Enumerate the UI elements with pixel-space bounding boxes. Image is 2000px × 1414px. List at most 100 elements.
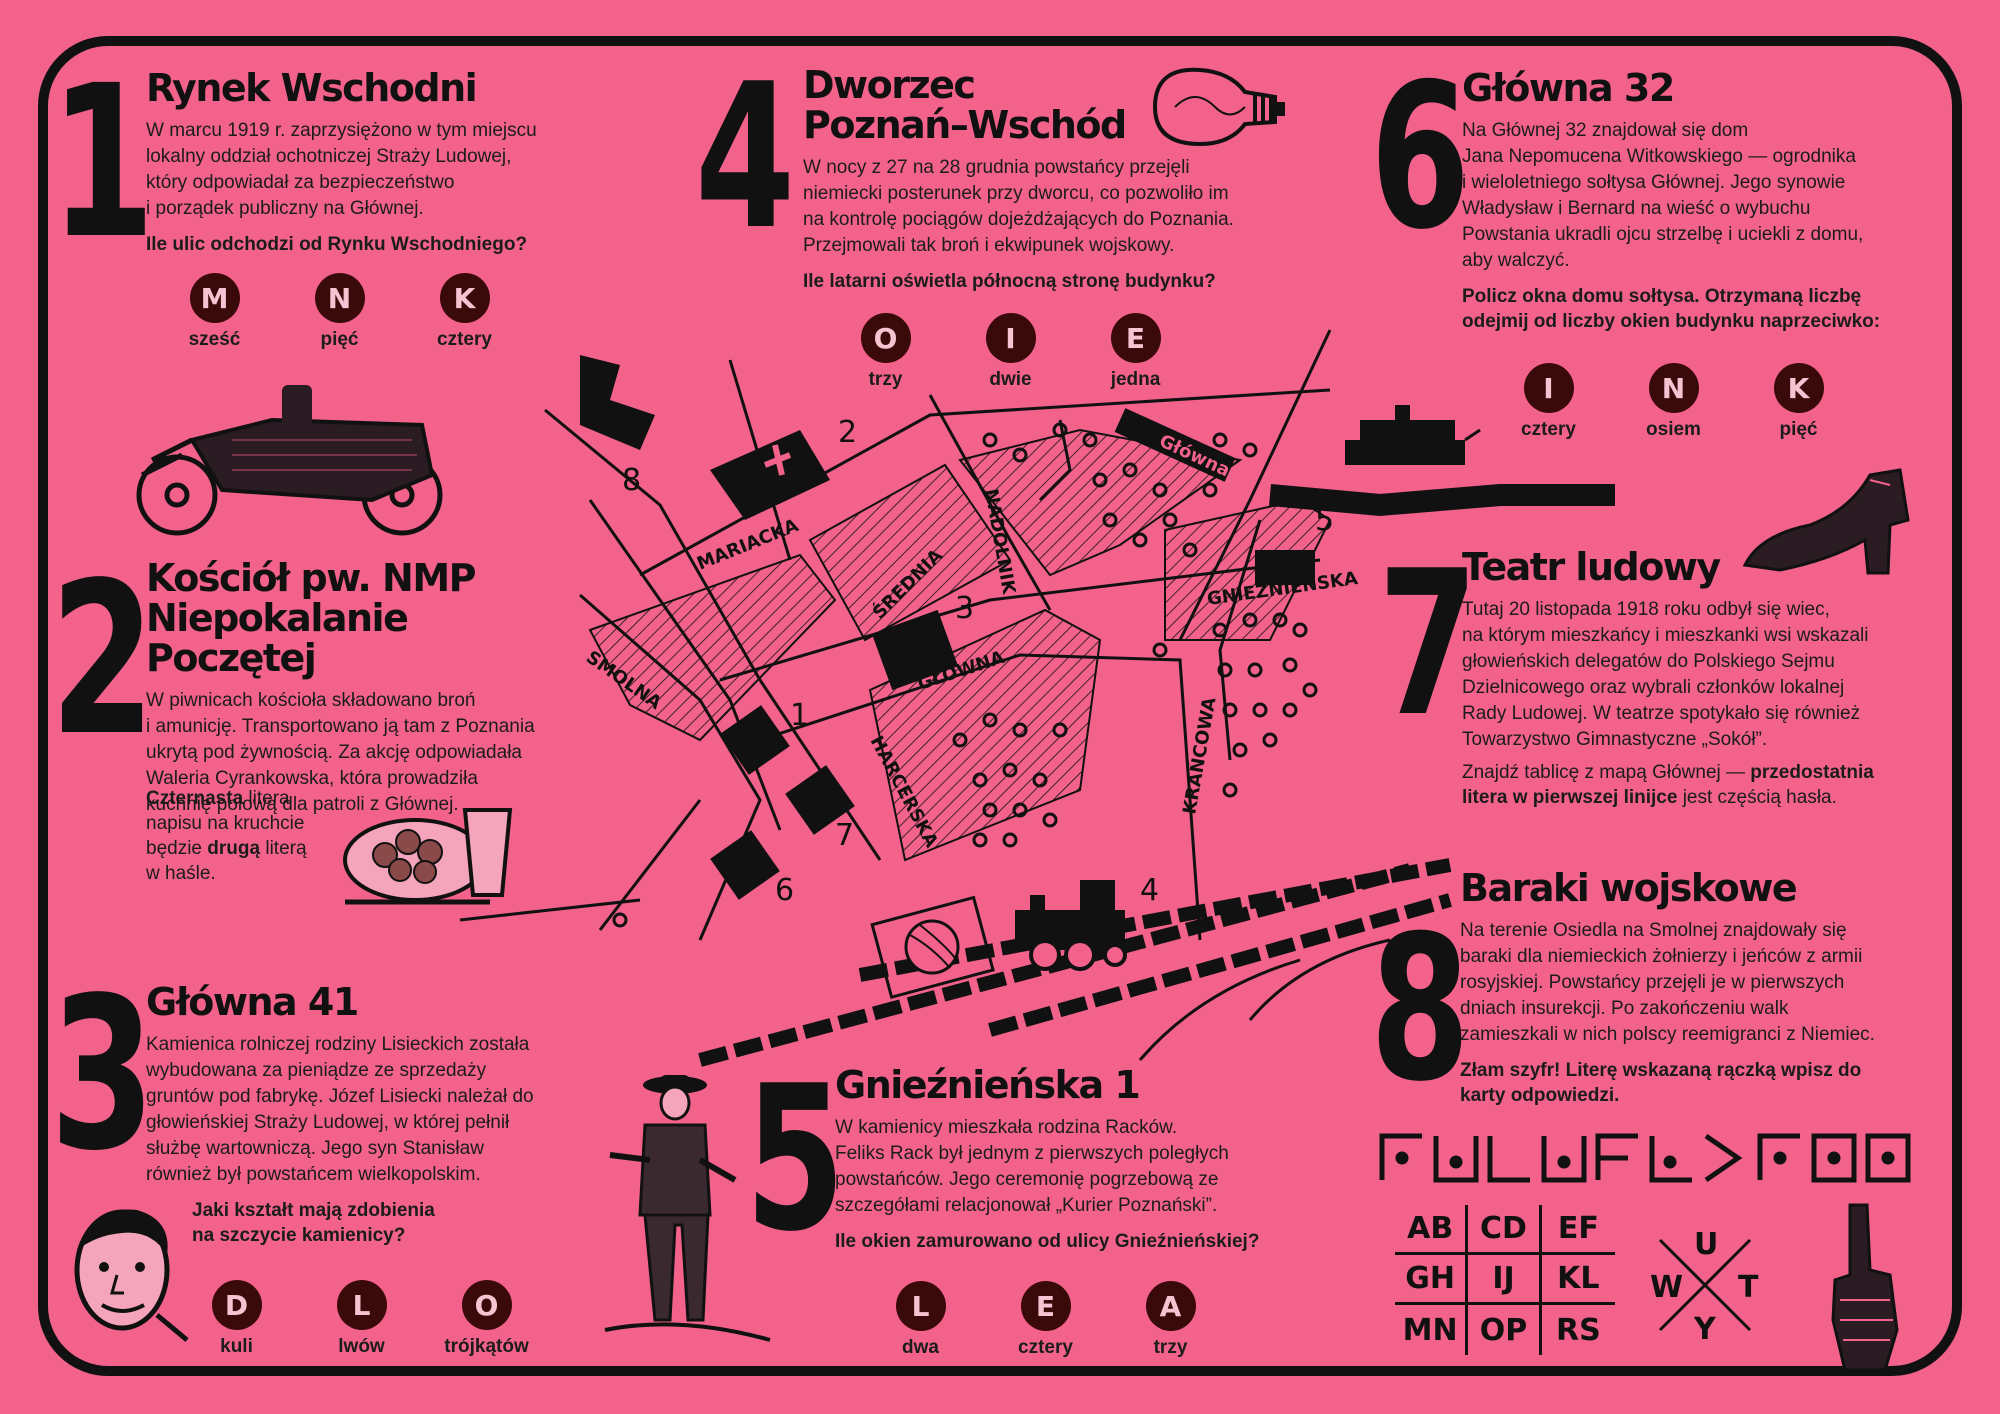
section-1: Rynek Wschodni W marcu 1919 r. zaprzysię…	[146, 68, 596, 257]
cipher-cell: CD	[1468, 1205, 1542, 1255]
section-3-number: 3	[50, 952, 156, 1197]
map-building	[1255, 550, 1315, 585]
map-street	[719, 558, 1321, 682]
cipher-cell: RS	[1555, 1312, 1601, 1348]
man-portrait-illustration	[74, 1209, 189, 1342]
section-7-number: 7	[1378, 528, 1479, 761]
section-1-body: W marcu 1919 r. zaprzysiężono w tym miej…	[146, 118, 596, 222]
section-6-body-line: Jana Nepomucena Witkowskiego — ogrodnika	[1462, 146, 1856, 167]
cipher-cell: GH	[1395, 1255, 1469, 1305]
section-7: Teatr ludowy Tutaj 20 listopada 1918 rok…	[1462, 547, 1962, 753]
map-marker-2: 2	[838, 415, 857, 450]
answer-letter-badge: L	[895, 1281, 946, 1331]
question-line: na szczycie kamienicy?	[192, 1225, 406, 1246]
church-cross-icon	[763, 444, 792, 476]
section-5-question: Ile okien zamurowano od ulicy Gnieźnieńs…	[835, 1231, 1260, 1252]
cipher-key-grid: AB CD EF GH IJ KL MN OP RS	[1395, 1205, 1615, 1355]
map-street	[598, 799, 702, 931]
answer-label: sześć	[188, 329, 241, 350]
section-1-body-line: który odpowiadał za bezpieczeństwo	[146, 172, 455, 193]
answer-label: trzy	[868, 369, 903, 390]
question-line: Jaki kształt mają zdobienia	[192, 1200, 435, 1221]
question-line: Złam szyfr! Literę wskazaną rączką wpisz…	[1460, 1060, 1862, 1081]
section-8-question: Złam szyfr! Literę wskazaną rączką wpisz…	[1460, 1058, 1970, 1108]
answer-letter-badge: O	[860, 313, 911, 363]
answer-letter-badge: N	[314, 273, 365, 323]
section-4-title-line: Poznań–Wschód	[803, 103, 1127, 147]
cipher-x-letter: U	[1694, 1227, 1719, 1262]
food-plate-illustration	[343, 808, 513, 905]
answer-label: kuli	[220, 1336, 253, 1357]
cipher-x-letter: T	[1738, 1270, 1759, 1305]
section-6-title: Główna 32	[1462, 66, 1675, 110]
answer-label: cztery	[1521, 419, 1576, 440]
question-line: karty odpowiedzi.	[1460, 1085, 1620, 1106]
page-frame	[38, 36, 1962, 1376]
soldier-illustration	[604, 1075, 771, 1342]
pigpen-cipher-code	[1379, 1133, 1911, 1183]
section-2-title-line: Kościół pw. NMP	[146, 556, 477, 600]
section-6-body-line: Władysław i Bernard na wieść o wybuchu	[1462, 198, 1811, 219]
section-4-body-line: W nocy z 27 na 28 grudnia powstańcy prze…	[803, 157, 1190, 178]
section-7-body-line: głowieńskich delegatów do Polskiego Sejm…	[1462, 651, 1835, 672]
section-8-title: Baraki wojskowe	[1460, 866, 1798, 910]
answer-letter-badge: L	[336, 1280, 387, 1330]
section-7-title: Teatr ludowy	[1462, 545, 1721, 589]
map-marker-4: 4	[1140, 873, 1159, 908]
answer-label: cztery	[1018, 1337, 1073, 1358]
map-trees	[612, 422, 1318, 928]
section-2-body-line: Waleria Cyrankowska, która prowadziła	[146, 768, 478, 789]
map-street	[459, 898, 641, 922]
map-street	[588, 499, 782, 831]
ball-illustration	[870, 895, 995, 1000]
section-6-question: Policz okna domu sołtysa. Otrzymaną licz…	[1462, 284, 1962, 334]
section-7-body: Tutaj 20 listopada 1918 roku odbył się w…	[1462, 597, 1962, 753]
answer-letter-badge: E	[1110, 313, 1161, 363]
section-8-body-line: baraki dla niemieckich żołnierzy i jeńcó…	[1460, 946, 1863, 967]
map-building	[785, 765, 855, 835]
map-street	[759, 653, 1202, 941]
answer-label: trójkątów	[444, 1336, 529, 1357]
section-4-question: Ile latarni oświetla północną stronę bud…	[803, 271, 1216, 292]
section-8-body-line: zamieszkali w nich polscy reemigranci z …	[1460, 1024, 1875, 1045]
section-1-title: Rynek Wschodni	[146, 66, 478, 110]
map-marker-8: 8	[622, 463, 641, 498]
section-2-body-line: kuchnię polową dla patroli z Głównej.	[146, 794, 459, 815]
map-street	[1248, 938, 1391, 1021]
section-4-title-line: Dworzec	[803, 63, 976, 107]
map-marker-3: 3	[955, 591, 974, 626]
section-3: Główna 41 Kamienica rolniczej rodziny Li…	[146, 982, 596, 1188]
map-marker-6: 6	[775, 873, 794, 908]
answer-letter-badge: E	[1020, 1281, 1071, 1331]
section-6: Główna 32 Na Głównej 32 znajdował się do…	[1462, 68, 1962, 334]
section-5-body: W kamienicy mieszkała rodzina Racków. Fe…	[835, 1115, 1335, 1219]
hint-bold: Czternasta	[146, 788, 244, 809]
map-building	[871, 609, 959, 691]
section-8-body-line: rosyjskiej. Powstańcy przejęli je w pier…	[1460, 972, 1845, 993]
section-2-body-line: i amunicję. Transportowano ją tam z Pozn…	[146, 716, 535, 737]
map-railway	[988, 893, 1452, 1037]
map-building	[580, 355, 655, 450]
map-marker-5: 5	[1315, 503, 1334, 538]
